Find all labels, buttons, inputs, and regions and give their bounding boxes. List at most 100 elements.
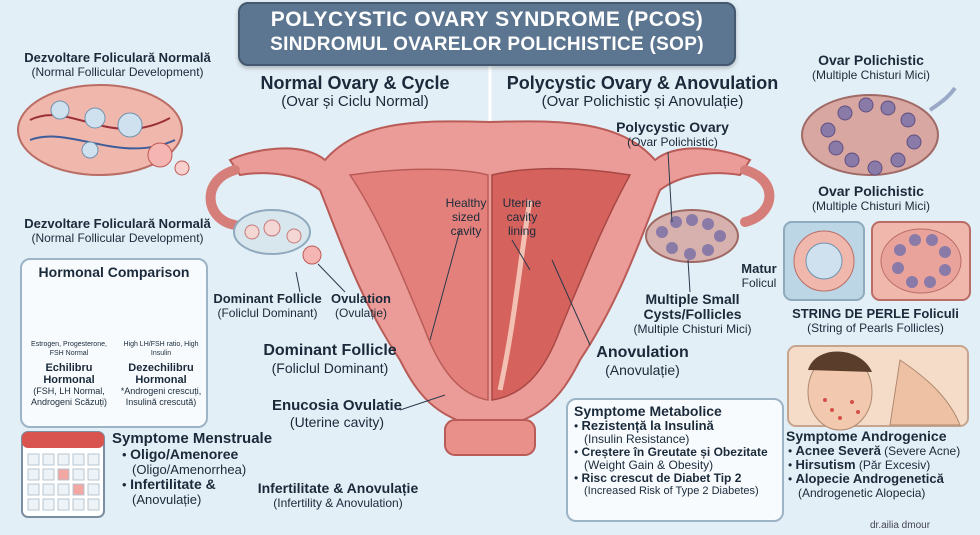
menstrual-symptoms: Symptome Menstruale • Oligo/Amenoree (Ol… <box>112 430 282 507</box>
label-sub: (Multiple Chisturi Mici) <box>811 199 930 213</box>
label-normal-follicular-top: Dezvoltare Foliculară Normală (Normal Fo… <box>10 50 225 80</box>
label-bold: Polycystic Ovary <box>616 119 729 135</box>
label-bold: Ovulation <box>331 291 391 306</box>
metabolic-title: Symptome Metabolice <box>574 403 722 419</box>
hormonal-left-sub: (FSH, LH Normal, Androgeni Scăzuți) <box>30 386 108 407</box>
calendar-day <box>57 453 70 466</box>
label-bold: Dominant Follicle <box>213 291 322 306</box>
item-bold: Alopecie Androgenetică <box>795 471 944 486</box>
label-sub: (Uterine cavity) <box>289 414 385 430</box>
fallopian-tube-left <box>205 165 240 230</box>
item-sub: (Androgenetic Alopecia) <box>798 486 926 500</box>
label-sub: (Foliclul Dominant) <box>217 306 318 320</box>
label-bold: Matur <box>741 261 777 276</box>
label-sub: Folicul <box>741 276 777 290</box>
item-sub: (Increased Risk of Type 2 Diabetes) <box>584 485 759 497</box>
calendar-day <box>42 468 55 481</box>
label-sub: (Ovulație) <box>334 306 387 320</box>
label-sub: (Infertility & Anovulation) <box>273 496 403 510</box>
metabolic-list: • Rezistență la Insulină (Insulin Resist… <box>574 419 782 498</box>
signature: dr.ailia dmour <box>870 520 931 531</box>
label-bold: Enucosia Ovulatie <box>271 397 403 414</box>
item-sub: (Insulin Resistance) <box>584 432 690 446</box>
list-item: • Infertilitate & <box>122 476 216 493</box>
title-banner: POLYCYSTIC OVARY SYNDROME (PCOS) SINDROM… <box>238 2 736 66</box>
section-pcos-heading: Polycystic Ovary & Anovulation (Ovar Pol… <box>500 73 785 111</box>
hormonal-right-bold: Dezechilibru Hormonal <box>128 362 194 386</box>
label-string-of-pearls: STRING DE PERLE Foliculi (String of Pear… <box>778 306 973 336</box>
uterus <box>228 120 752 432</box>
label-sub: (Multiple Chisturi Mici) <box>633 322 752 336</box>
item-sub: (Oligo/Amenorrhea) <box>132 462 247 477</box>
label-bold: Ovar Polichistic <box>818 183 924 199</box>
label-sub: (Normal Follicular Development) <box>31 65 204 79</box>
calendar-day <box>72 453 85 466</box>
calendar-day <box>87 498 100 511</box>
label-dominant-follicle-big: Dominant Follicle (Foliclul Dominant) <box>250 342 410 376</box>
item-sub: (Weight Gain & Obesity) <box>584 458 714 472</box>
androgenic-title: Symptome Androgenice <box>786 428 947 444</box>
calendar-day <box>27 453 40 466</box>
label-bold: STRING DE PERLE Foliculi <box>792 306 959 321</box>
calendar-day <box>57 483 70 496</box>
hormonal-comparison-card: Hormonal Comparison Estrogen, Progestero… <box>20 258 208 428</box>
label-bold: Anovulation <box>596 344 689 361</box>
title-line-1: POLYCYSTIC OVARY SYNDROME (PCOS) <box>270 8 704 31</box>
item-bold: Hirsutism <box>795 457 856 472</box>
label-mature-follicle: Matur Folicul <box>735 261 783 291</box>
label-anovulation: Anovulation (Anovulație) <box>585 344 700 378</box>
calendar-day <box>27 498 40 511</box>
androgenic-symptoms: Symptome Androgenice • Acnee Severă (Sev… <box>786 428 976 500</box>
list-item: • Risc crescut de Diabet Tip 2 <box>574 471 742 485</box>
label-sub: (String of Pearls Follicles) <box>807 321 944 335</box>
item-bold: Creștere în Greutate și Obezitate <box>581 445 768 459</box>
hormonal-right-caption: High LH/FSH ratio, High Insulin <box>123 341 199 357</box>
list-item: • Creștere în Greutate și Obezitate <box>574 445 768 459</box>
calendar-day <box>27 483 40 496</box>
label-sub: (Multiple Chisturi Mici) <box>811 68 930 82</box>
hormonal-left-bold: Echilibru Hormonal <box>43 362 95 386</box>
label-uterine-lining: Uterine cavity lining <box>502 196 542 238</box>
label-sub: (Normal Follicular Development) <box>31 231 204 245</box>
label-enucosia-ovulatie: Enucosia Ovulatie (Uterine cavity) <box>262 397 412 430</box>
hormonal-right: Dezechilibru Hormonal *Androgeni crescuț… <box>116 362 206 408</box>
calendar-day <box>42 498 55 511</box>
list-item: • Alopecie Androgenetică <box>788 471 944 487</box>
item-bold: Rezistență la Insulină <box>581 418 714 433</box>
calendar-day <box>57 498 70 511</box>
item-bold: Infertilitate & <box>130 476 216 492</box>
calendar-day <box>57 468 70 481</box>
label-bold: Dezvoltare Foliculară Normală <box>24 50 211 65</box>
hormonal-title: Hormonal Comparison <box>38 264 190 280</box>
list-item: • Hirsutism (Păr Excesiv) <box>788 457 931 473</box>
label-bold: Infertilitate & Anovulație <box>257 480 419 496</box>
calendar-day <box>27 468 40 481</box>
label-bold: Ovar Polichistic <box>818 52 924 68</box>
menstrual-title: Symptome Menstruale <box>112 430 273 447</box>
normal-title: Normal Ovary & Cycle <box>260 73 450 93</box>
label-bold: Multiple Small Cysts/Follicles <box>643 291 742 322</box>
metabolic-symptoms-card: Symptome Metabolice • Rezistență la Insu… <box>566 398 784 522</box>
label-polycystic-top: Ovar Polichistic (Multiple Chisturi Mici… <box>796 53 946 82</box>
label-healthy-cavity: Healthy sized cavity <box>445 196 487 238</box>
label-bold: Dezvoltare Foliculară Normală <box>24 216 211 231</box>
label-sub: (Anovulație) <box>605 362 680 378</box>
list-item: • Acnee Severă (Severe Acne) <box>788 443 961 459</box>
item-sub: (Păr Excesiv) <box>858 458 931 472</box>
label-normal-follicular-mid: Dezvoltare Foliculară Normală (Normal Fo… <box>10 216 225 246</box>
endometrial-lining <box>497 199 533 391</box>
hormonal-left: Echilibru Hormonal (FSH, LH Normal, Andr… <box>26 362 112 408</box>
label-infertility: Infertilitate & Anovulație (Infertility … <box>236 481 440 510</box>
label-bold: Dominant Follicle <box>263 342 397 359</box>
label-ovulation: Ovulation (Ovulație) <box>326 291 396 321</box>
item-bold: Acnee Severă <box>795 443 881 458</box>
fallopian-tube-right <box>740 165 775 227</box>
hormonal-right-sub: *Androgeni crescuți, Insulină crescută) <box>120 386 202 407</box>
item-sub: (Severe Acne) <box>884 444 961 458</box>
label-sub: (Ovar Polichistic) <box>627 135 718 149</box>
calendar-day <box>42 453 55 466</box>
list-item: • Oligo/Amenoree <box>122 446 239 463</box>
uterine-cavity-normal <box>348 168 489 401</box>
calendar-day <box>87 468 100 481</box>
